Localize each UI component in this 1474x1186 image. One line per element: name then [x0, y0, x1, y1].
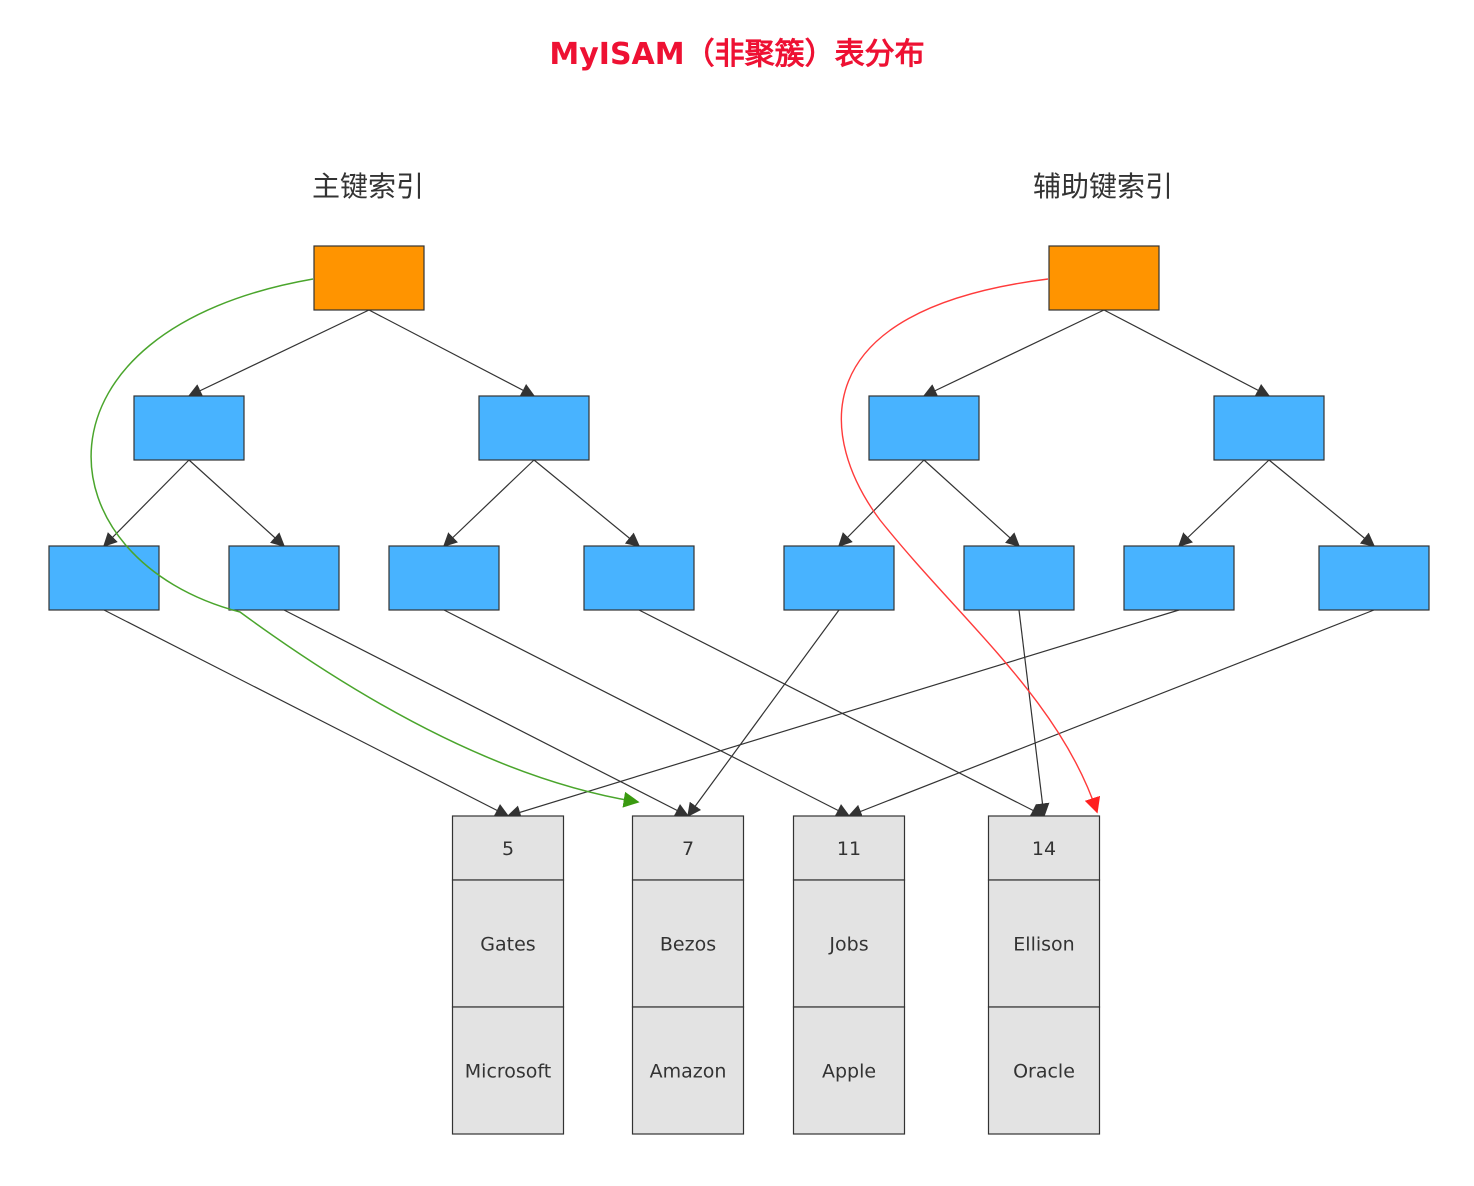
secondary-lookup-path: [840, 278, 1101, 814]
record-company-cell: [631, 1006, 745, 1135]
record-id-cell: [631, 815, 745, 881]
secondary-mid-edge-0: [838, 459, 925, 547]
primary-lookup-path: [90, 278, 640, 808]
primary-index-label: 主键索引: [312, 170, 424, 203]
secondary-mid-edge-3: [1268, 459, 1376, 547]
primary-root-edge-0: [187, 309, 370, 397]
record-id-cell: [987, 815, 1101, 881]
primary-root-node: [313, 245, 425, 311]
tree-edges: [103, 309, 1376, 819]
secondary-root-edge-1: [1103, 309, 1271, 397]
primary-leaf-edge-0: [103, 609, 510, 817]
secondary-root-edge-0: [922, 309, 1105, 397]
primary-internal-node-1: [478, 395, 590, 461]
record-company: Amazon: [650, 1061, 727, 1083]
record-company: Oracle: [1013, 1061, 1075, 1083]
record-company-cell: [987, 1006, 1101, 1135]
secondary-mid-edge-2: [1177, 459, 1270, 547]
secondary-leaf-edge-0: [687, 609, 840, 818]
tree-nodes: [48, 245, 1430, 611]
record-id: 5: [502, 838, 514, 860]
primary-mid-edge-0: [103, 459, 190, 547]
secondary-leaf-edge-3: [847, 609, 1375, 818]
primary-leaf-node-3: [583, 545, 695, 611]
primary-leaf-node-0: [48, 545, 160, 611]
record-id-cell: [451, 815, 565, 881]
record-name: Bezos: [660, 934, 716, 956]
record-name: Gates: [480, 934, 535, 956]
record-id-cell: [792, 815, 906, 881]
primary-internal-node-0: [133, 395, 245, 461]
record-name: Ellison: [1013, 934, 1074, 956]
record-company: Apple: [822, 1061, 876, 1083]
secondary-leaf-node-2: [1123, 545, 1235, 611]
record-company: Microsoft: [465, 1061, 551, 1083]
lookup-paths: [90, 278, 1101, 814]
record-company-cell: [451, 1006, 565, 1135]
primary-leaf-edge-2: [443, 609, 851, 817]
record-name: Jobs: [828, 934, 868, 956]
record-name-cell: [987, 879, 1101, 1008]
secondary-leaf-edge-1: [1018, 609, 1050, 818]
primary-leaf-node-2: [388, 545, 500, 611]
record-id: 7: [682, 838, 694, 860]
secondary-internal-node-1: [1213, 395, 1325, 461]
primary-mid-edge-1: [188, 459, 286, 547]
diagram-title: MyISAM（非聚簇）表分布: [549, 37, 924, 72]
secondary-internal-node-0: [868, 395, 980, 461]
record-id: 11: [837, 838, 861, 860]
primary-mid-edge-2: [442, 459, 535, 547]
secondary-leaf-node-0: [783, 545, 895, 611]
secondary-root-node: [1048, 245, 1160, 311]
record-name-cell: [631, 879, 745, 1008]
record-company-cell: [792, 1006, 906, 1135]
secondary-leaf-node-1: [963, 545, 1075, 611]
secondary-mid-edge-1: [923, 459, 1021, 547]
record-name-cell: [792, 879, 906, 1008]
primary-root-edge-1: [368, 309, 536, 397]
secondary-leaf-edge-2: [506, 609, 1180, 819]
record-id: 14: [1032, 838, 1056, 860]
primary-leaf-edge-1: [283, 609, 690, 817]
record-name-cell: [451, 879, 565, 1008]
primary-leaf-node-1: [228, 545, 340, 611]
secondary-index-label: 辅助键索引: [1033, 170, 1173, 203]
secondary-leaf-node-3: [1318, 545, 1430, 611]
primary-mid-edge-3: [533, 459, 641, 547]
